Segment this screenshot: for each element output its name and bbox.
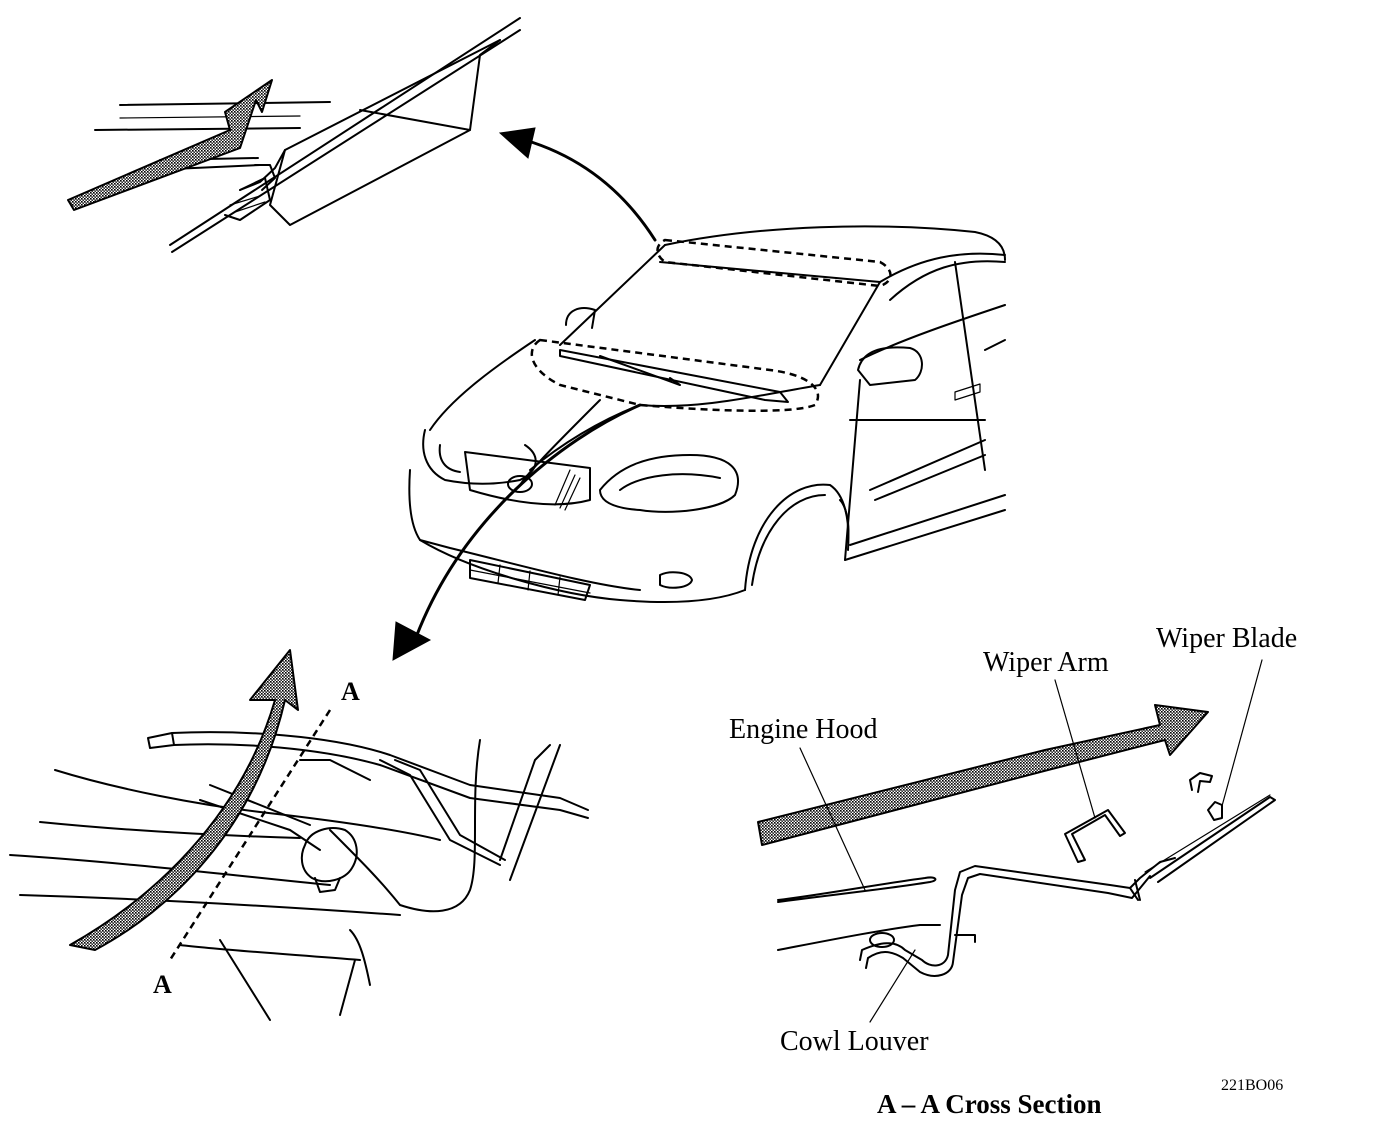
roof-seal-area-highlight bbox=[656, 238, 892, 288]
roof-curved-pointer-arrow-icon bbox=[498, 127, 657, 242]
cross-section-airflow-arrow-icon bbox=[757, 704, 1209, 846]
engine-hood-label: Engine Hood bbox=[729, 714, 878, 745]
cross-section-drawing bbox=[757, 659, 1276, 1023]
roof-airflow-arrow-icon bbox=[67, 79, 273, 211]
wiper-blade-label: Wiper Blade bbox=[1156, 623, 1297, 654]
figure-code: 221BO06 bbox=[1221, 1077, 1283, 1094]
section-mark-top: A bbox=[341, 677, 360, 706]
cowl-area-highlight bbox=[530, 338, 820, 413]
section-mark-bottom: A bbox=[153, 970, 172, 999]
wiper-airflow-arrow-icon bbox=[69, 649, 299, 951]
roof-seal-detail bbox=[67, 17, 521, 253]
car-illustration bbox=[408, 225, 1006, 603]
cowl-curved-pointer-arrow-icon bbox=[392, 403, 642, 661]
cross-section-title: A – A Cross Section bbox=[877, 1089, 1102, 1119]
cowl-louver-label: Cowl Louver bbox=[780, 1026, 929, 1057]
wiper-closeup-detail bbox=[9, 649, 589, 1021]
wiper-arm-label: Wiper Arm bbox=[983, 647, 1109, 678]
